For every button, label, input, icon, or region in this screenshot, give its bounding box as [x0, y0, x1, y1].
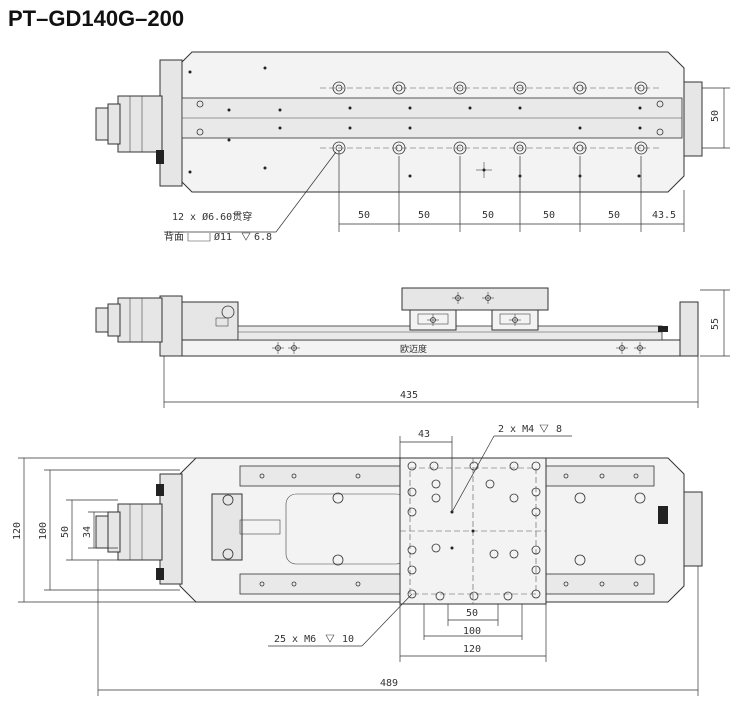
bottom-end-cap — [683, 491, 703, 567]
top-mounting-holes — [188, 66, 664, 178]
bottom-dim-43: 43 — [418, 429, 430, 440]
top-hole-note-depth: 6.8 — [254, 232, 272, 243]
bottom-note-m4: 2 x M4 — [498, 424, 534, 435]
carriage-holes — [407, 461, 541, 601]
bottom-dim-489: 489 — [380, 678, 398, 689]
bottom-motor — [117, 503, 163, 561]
side-left-block — [179, 301, 239, 341]
top-dim-50-2: 50 — [418, 210, 430, 221]
bottom-note-m4-depth: 8 — [556, 424, 562, 435]
side-motor-flange — [159, 295, 183, 357]
bottom-dim-50: 50 — [466, 608, 478, 619]
drawing-title: PT–GD140G–200 — [8, 6, 185, 31]
bottom-dim-100: 100 — [463, 626, 481, 637]
top-motor-flange — [159, 59, 183, 187]
bottom-dim-left-100: 100 — [38, 522, 49, 540]
top-hole-note-line1: 12 x Ø6.60贯穿 — [172, 210, 252, 223]
side-dim-435: 435 — [400, 390, 418, 401]
top-end-cap — [683, 81, 703, 157]
bottom-dim-left-50: 50 — [60, 526, 71, 538]
bottom-dim-left-120: 120 — [12, 522, 23, 540]
side-view: 欧迈度 55 435 — [95, 287, 730, 408]
bottom-dim-left-34: 34 — [82, 526, 93, 538]
bottom-note-m6-depth: 10 — [342, 634, 354, 645]
top-dim-50-4: 50 — [543, 210, 555, 221]
top-dim-50-5: 50 — [608, 210, 620, 221]
top-motor — [117, 95, 163, 153]
top-view: 50 50 50 50 50 43.5 50 12 x Ø6.60贯穿 背面 Ø… — [95, 51, 730, 243]
side-right-cap — [679, 301, 699, 357]
top-dim-43-5: 43.5 — [652, 210, 676, 221]
top-dim-right-50: 50 — [710, 110, 721, 122]
bottom-view: 43 2 x M4 8 25 x M6 10 50 100 120 489 — [12, 424, 703, 696]
top-dim-50-1: 50 — [358, 210, 370, 221]
top-dim-50-3: 50 — [482, 210, 494, 221]
top-hole-note-diameter: Ø11 — [214, 231, 232, 243]
side-small-label: 欧迈度 — [400, 343, 427, 355]
side-carriage-plate — [401, 287, 549, 311]
top-hole-note-backside: 背面 — [164, 230, 184, 243]
side-base — [179, 339, 681, 357]
side-motor — [117, 297, 163, 343]
side-dim-55: 55 — [710, 318, 721, 330]
bottom-note-m6: 25 x M6 — [274, 634, 316, 645]
bottom-dim-120: 120 — [463, 644, 481, 655]
